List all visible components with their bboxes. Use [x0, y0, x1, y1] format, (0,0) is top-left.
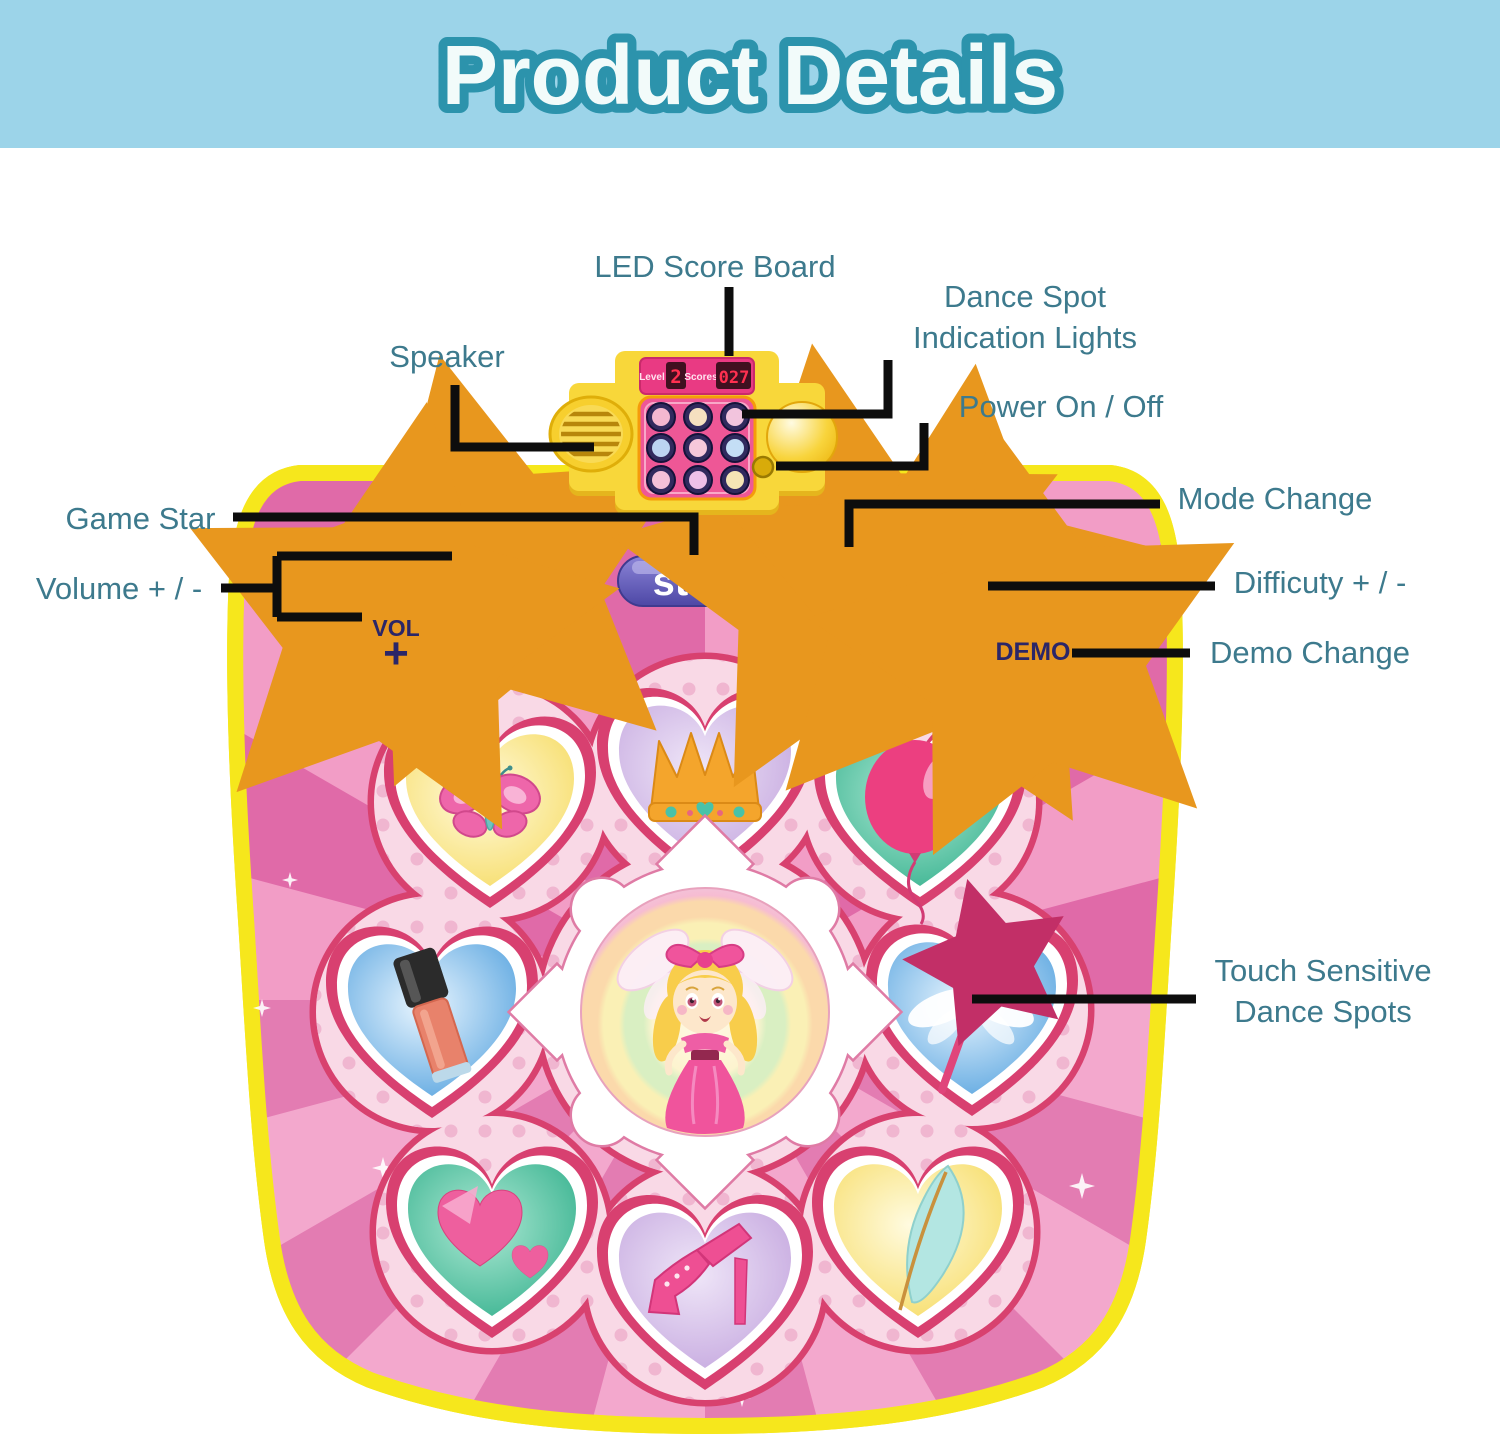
- dance-spot-high-heel[interactable]: [597, 1194, 813, 1390]
- dance-spot-feather[interactable]: [812, 1146, 1024, 1338]
- label-volume: Volume + / -: [35, 571, 203, 606]
- demo-star-button[interactable]: DEMO: [975, 590, 1089, 700]
- led-score-board: Level 2 Scores 027: [639, 357, 755, 395]
- dance-spot-indication-lights: [637, 395, 757, 501]
- label-speaker: Speaker: [389, 339, 505, 374]
- level-label: Level: [639, 372, 665, 383]
- speaker-grille: [548, 395, 634, 473]
- vol-plus-star-button[interactable]: VOL +: [340, 570, 451, 678]
- label-led-score-board: LED Score Board: [594, 249, 836, 284]
- callout-line-power: [776, 423, 929, 471]
- title-banner: Product Details: [0, 0, 1500, 148]
- callout-line-game-star: [233, 512, 699, 555]
- butterfly-icon: [439, 765, 541, 838]
- label-game-star: Game Star: [65, 501, 216, 536]
- title-banner-art: Product Details: [433, 19, 1067, 131]
- label-dance-spot-indication-lights: Dance Spot Indication Lights: [912, 279, 1138, 355]
- callout-line-mode: [844, 499, 1160, 547]
- dome-light: [766, 401, 838, 473]
- power-button[interactable]: [751, 455, 775, 479]
- callout-line-speaker: [450, 385, 594, 452]
- scores-value: 027: [719, 368, 750, 388]
- center-fairy-medallion[interactable]: [506, 813, 904, 1211]
- callout-line-dance-spot: [742, 360, 893, 419]
- feather-icon: [898, 1164, 965, 1311]
- hearts-icon: [437, 1186, 549, 1279]
- callout-lines: [221, 287, 1215, 1004]
- dance-spot-hearts[interactable]: [386, 1146, 598, 1338]
- crown-icon: [648, 732, 762, 822]
- label-mode-change: Mode Change: [1177, 481, 1373, 516]
- vol-plus-label: VOL: [372, 615, 419, 641]
- label-difficulty: Difficuty + / -: [1233, 565, 1407, 600]
- fairy-princess-icon: [616, 928, 794, 1134]
- vol-plus-sign: +: [383, 629, 409, 678]
- label-touch-sensitive-dance-spots: Touch Sensitive Dance Spots: [1214, 953, 1432, 1029]
- high-heel-icon: [647, 1222, 753, 1325]
- console-unit: Level 2 Scores 027: [548, 351, 838, 515]
- lipstick-icon: [393, 947, 472, 1083]
- page-title: Product Details: [442, 28, 1058, 122]
- callout-line-volume: [221, 551, 452, 622]
- label-demo-change: Demo Change: [1210, 635, 1410, 670]
- dance-spot-butterfly[interactable]: [384, 716, 596, 908]
- dance-spot-lipstick[interactable]: [326, 926, 538, 1118]
- label-power-on-off: Power On / Off: [958, 389, 1164, 424]
- dance-spot-crown[interactable]: [597, 687, 813, 883]
- console-light-buttons[interactable]: [646, 402, 750, 495]
- demo-label: DEMO: [996, 638, 1071, 666]
- scores-label: Scores: [684, 372, 718, 383]
- level-value: 2: [670, 366, 681, 388]
